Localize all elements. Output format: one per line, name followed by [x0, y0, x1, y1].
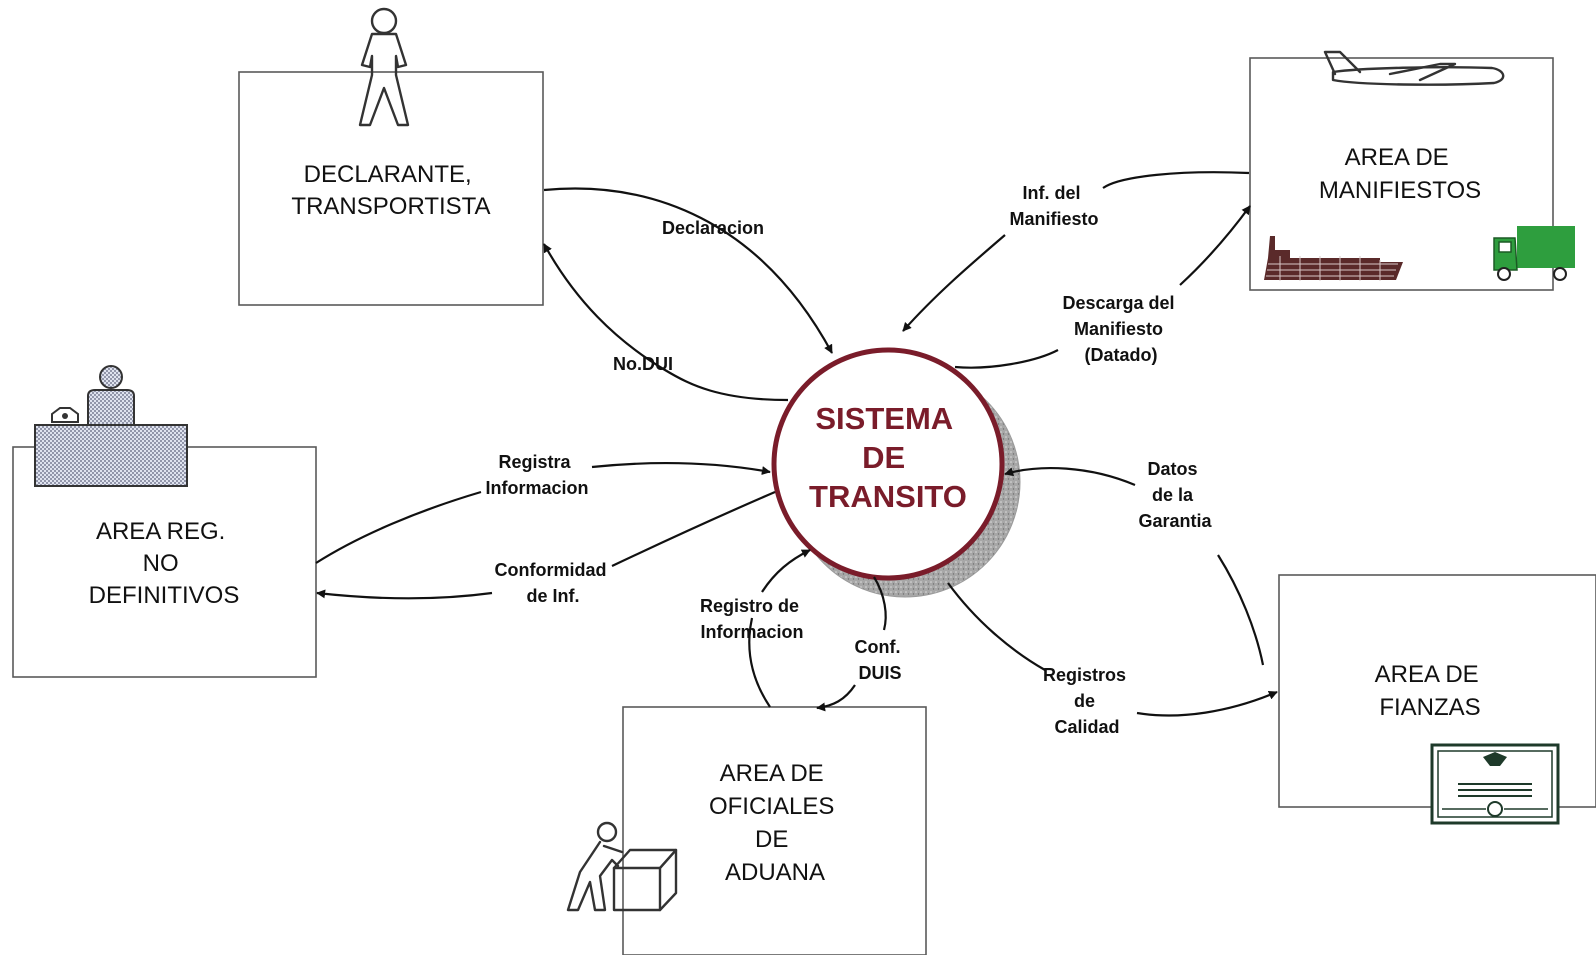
flow-conf-duis-line-a	[873, 576, 887, 631]
flow-registro-informacion-label: Registro de Informacion	[700, 596, 804, 642]
process-label: SISTEMA DE TRANSITO	[809, 401, 967, 514]
flow-conf-duis-arrow	[816, 684, 856, 712]
flow-inf-manifiesto-label: Inf. del Manifiesto	[1009, 183, 1098, 229]
flow-datos-garantia-line-b	[1217, 554, 1265, 666]
office-worker-desk-icon	[34, 365, 188, 487]
flow-registro-informacion-arrow	[761, 549, 811, 593]
bond-certificate-icon	[1430, 743, 1560, 825]
entity-oficiales-label: AREA DE OFICIALES DE ADUANA	[709, 760, 841, 886]
flow-registra-informacion-arrow	[591, 462, 771, 475]
person-standing-icon	[358, 7, 410, 127]
flow-declaracion-arrow	[543, 187, 833, 354]
flow-descarga-manifiesto-arrow	[1179, 205, 1251, 286]
airplane-icon	[1323, 50, 1505, 86]
entity-declarante-label: DECLARANTE, TRANSPORTISTA	[291, 161, 490, 220]
entity-fianzas-label: AREA DE FIANZAS	[1375, 661, 1486, 721]
flow-datos-garantia-arrow	[1004, 467, 1136, 487]
flow-registra-informacion-line-b	[315, 490, 482, 564]
flow-registros-calidad-label: Registros de Calidad	[1043, 665, 1131, 737]
process-sistema-transito: SISTEMA DE TRANSITO	[771, 347, 1021, 598]
entity-manifiestos-label: AREA DE MANIFIESTOS	[1319, 144, 1481, 204]
flow-registro-informacion-line-a	[748, 617, 771, 708]
flow-registros-calidad-arrow	[1136, 690, 1278, 717]
flow-descarga-manifiesto-label: Descarga del Manifiesto (Datado)	[1062, 293, 1179, 365]
entity-declarante-box	[238, 71, 544, 306]
entity-oficiales-box	[622, 706, 927, 955]
flow-declaracion-label: Declaracion	[662, 218, 764, 238]
flow-registros-calidad-line-a	[947, 582, 1046, 671]
person-lifting-box-icon	[566, 821, 678, 912]
truck-icon	[1493, 226, 1575, 281]
flow-conformidad-line-a	[611, 490, 776, 567]
flow-datos-garantia-label: Datos de la Garantia	[1138, 459, 1212, 531]
flow-registra-informacion-label: Registra Informacion	[485, 452, 588, 498]
flow-conf-duis-label: Conf. DUIS	[855, 637, 906, 683]
flow-conformidad-arrow	[316, 589, 493, 600]
process-circle	[771, 347, 1005, 581]
entity-reg-no-definitivos-label: AREA REG. NO DEFINITIVOS	[89, 518, 240, 609]
flow-inf-manifiesto-line-a	[1102, 171, 1250, 189]
flow-inf-manifiesto-arrow	[902, 234, 1006, 332]
flow-no-dui-label: No.DUI	[613, 354, 673, 374]
ship-icon	[1264, 236, 1403, 281]
flow-no-dui-arrow	[543, 243, 789, 402]
flow-conformidad-label: Conformidad de Inf.	[494, 560, 611, 606]
flow-descarga-manifiesto-line-b	[954, 349, 1059, 369]
